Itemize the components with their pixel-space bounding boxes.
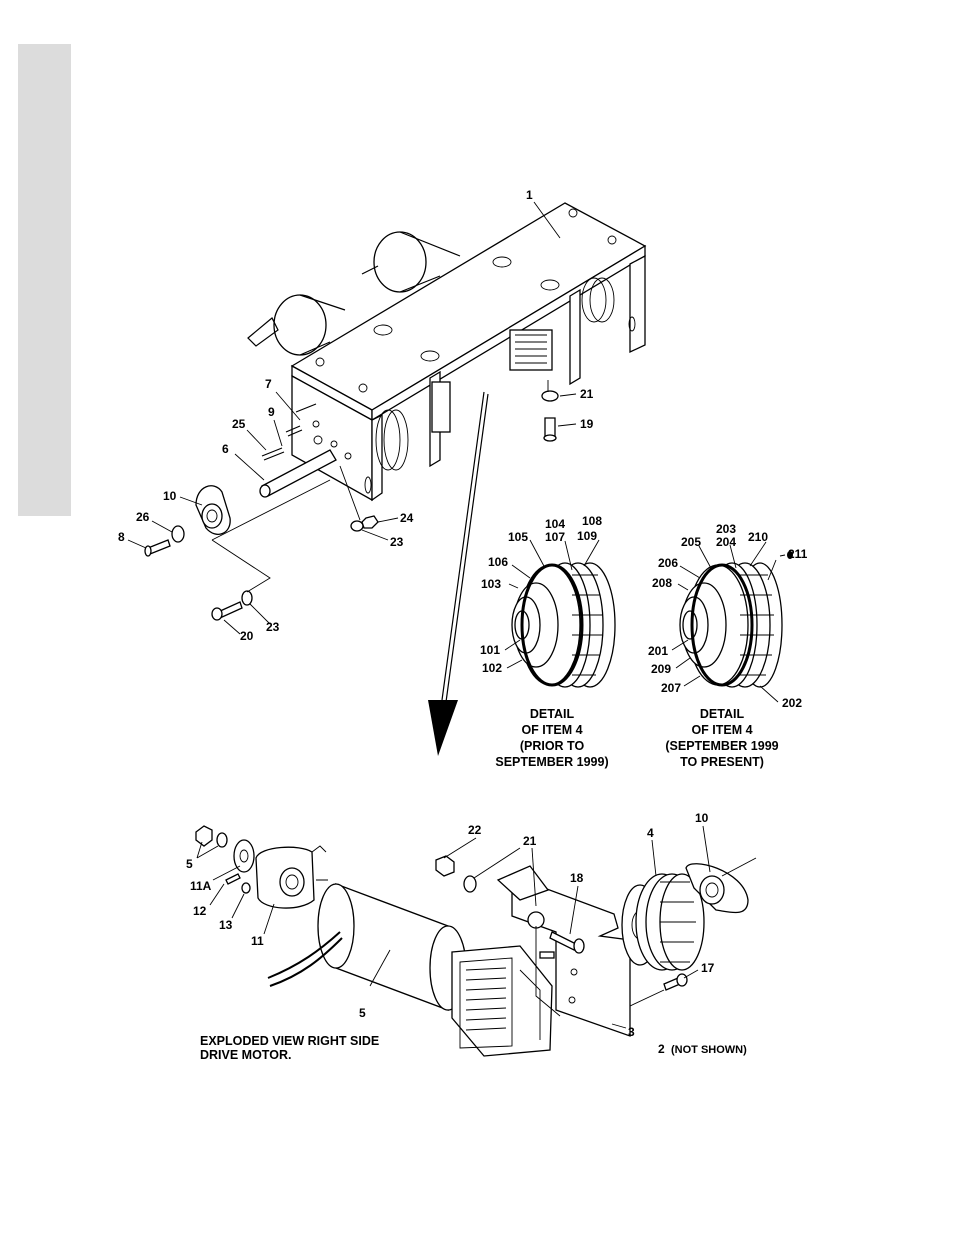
label-18: 18 [570, 871, 584, 885]
exploded-caption: EXPLODED VIEW RIGHT SIDE DRIVE MOTOR. [200, 1034, 379, 1062]
label-21b: 21 [523, 834, 537, 848]
label-10b: 10 [695, 811, 709, 825]
label-21: 21 [580, 387, 594, 401]
label-103: 103 [481, 577, 501, 591]
label-5a: 5 [186, 857, 193, 871]
label-23a: 23 [390, 535, 404, 549]
detail-a-sprocket [512, 563, 615, 687]
label-105: 105 [508, 530, 528, 544]
not-shown-note: (NOT SHOWN) [671, 1044, 747, 1056]
label-208: 208 [652, 576, 672, 590]
label-107: 107 [545, 530, 565, 544]
label-205: 205 [681, 535, 701, 549]
detail-b-line-2: OF ITEM 4 [691, 723, 752, 737]
detail-b-line-3: (SEPTEMBER 1999 [665, 739, 778, 753]
label-24: 24 [400, 511, 414, 525]
label-2: 2 [658, 1042, 665, 1056]
label-211: 211 [788, 547, 808, 561]
detail-b-line-1: DETAIL [700, 707, 745, 721]
label-104: 104 [545, 517, 565, 531]
label-102: 102 [482, 661, 502, 675]
label-207: 207 [661, 681, 681, 695]
label-3: 3 [628, 1025, 635, 1039]
label-25: 25 [232, 417, 246, 431]
label-19: 19 [580, 417, 594, 431]
label-23b: 23 [266, 620, 280, 634]
detail-b-caption: DETAIL OF ITEM 4 (SEPTEMBER 1999 TO PRES… [665, 707, 778, 769]
detail-b-sprocket [680, 551, 793, 687]
motor-exploded [196, 826, 756, 1056]
detail-a-line-1: DETAIL [530, 707, 575, 721]
detail-b-line-4: TO PRESENT) [680, 755, 764, 769]
label-201: 201 [648, 644, 668, 658]
label-204: 204 [716, 535, 736, 549]
label-8: 8 [118, 530, 125, 544]
label-11a: 11A [190, 879, 212, 893]
label-5b: 5 [359, 1006, 366, 1020]
label-20: 20 [240, 629, 254, 643]
label-10: 10 [163, 489, 177, 503]
exploded-caption-line-1: EXPLODED VIEW RIGHT SIDE [200, 1034, 379, 1048]
label-11: 11 [251, 934, 264, 948]
detail-a-line-4: SEPTEMBER 1999) [495, 755, 608, 769]
label-109: 109 [577, 529, 597, 543]
label-203: 203 [716, 522, 736, 536]
label-7: 7 [265, 377, 272, 391]
label-4: 4 [647, 826, 654, 840]
detail-a-caption: DETAIL OF ITEM 4 (PRIOR TO SEPTEMBER 199… [495, 707, 608, 769]
label-12: 12 [193, 904, 207, 918]
frame-assembly [248, 203, 645, 500]
label-13: 13 [219, 918, 233, 932]
label-26: 26 [136, 510, 150, 524]
label-1: 1 [526, 188, 533, 202]
label-210: 210 [748, 530, 768, 544]
detail-a-line-2: OF ITEM 4 [521, 723, 582, 737]
label-101: 101 [480, 643, 500, 657]
label-106: 106 [488, 555, 508, 569]
label-9: 9 [268, 405, 275, 419]
label-202: 202 [782, 696, 802, 710]
label-108: 108 [582, 514, 602, 528]
label-209: 209 [651, 662, 671, 676]
exploded-caption-line-2: DRIVE MOTOR. [200, 1048, 291, 1062]
label-206: 206 [658, 556, 678, 570]
label-6: 6 [222, 442, 229, 456]
label-17: 17 [701, 961, 715, 975]
label-22: 22 [468, 823, 482, 837]
detail-a-line-3: (PRIOR TO [520, 739, 585, 753]
